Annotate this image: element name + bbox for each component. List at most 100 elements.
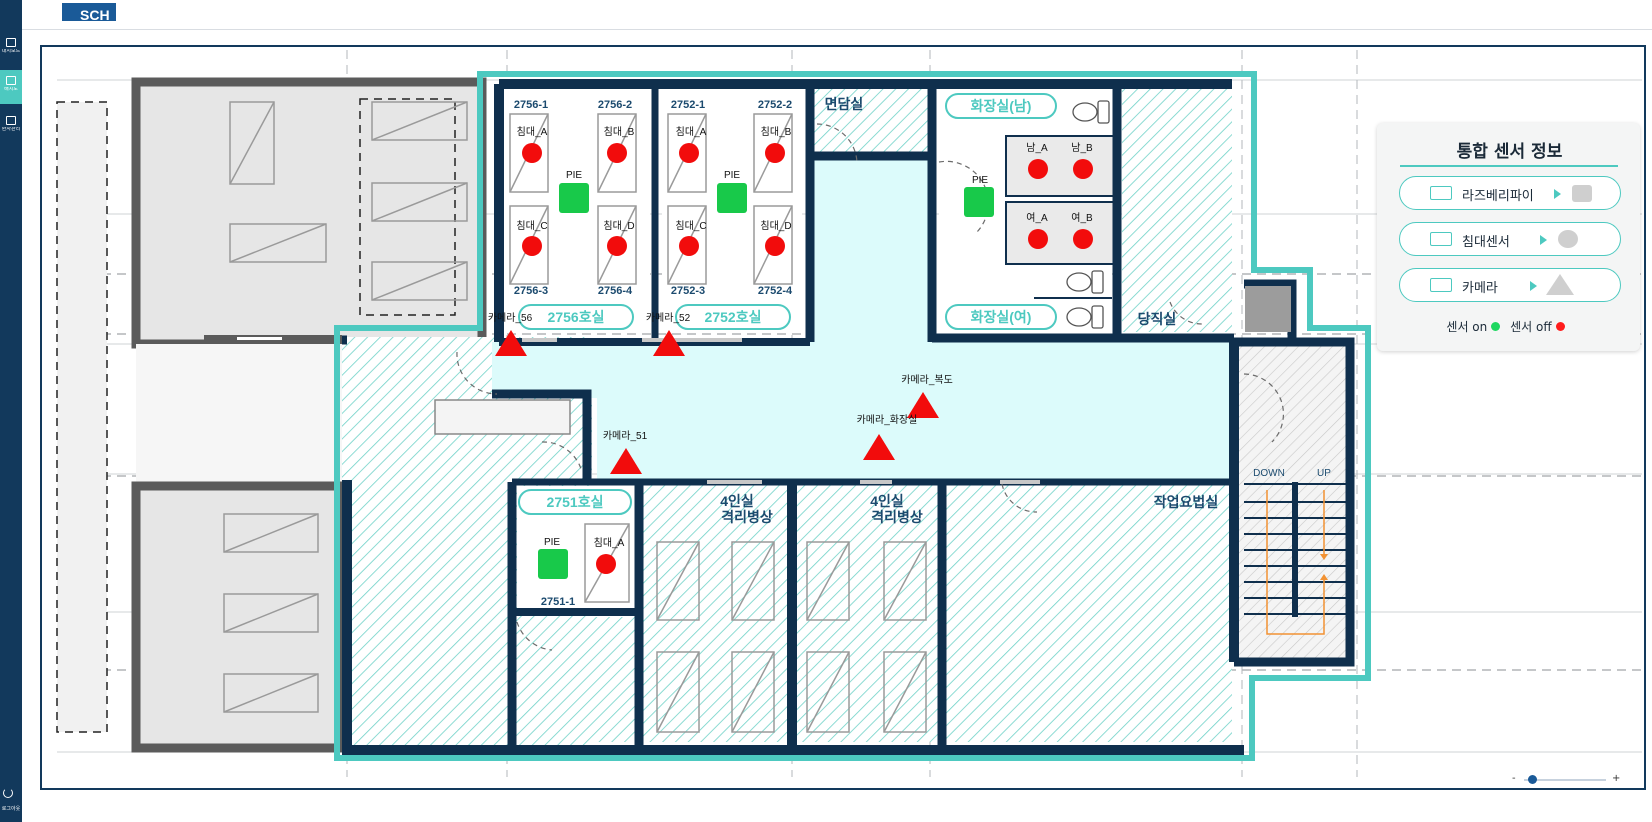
toilet-sensor-marker[interactable] — [1028, 229, 1048, 249]
bed-sensor-marker[interactable] — [607, 143, 627, 163]
legend-title: 통합 센서 정보 — [1456, 142, 1563, 162]
stairs-up-label: UP — [1317, 468, 1331, 479]
raspberry-pi-icon — [1430, 186, 1452, 200]
triangle-shape-icon — [1546, 274, 1574, 295]
toilet-sensor-label: 남_A — [1026, 142, 1048, 154]
floor-plan-viewport[interactable]: 2756호실 2752호실 2751호실 화장실(남) 화장실(여) 면담실 당… — [40, 45, 1646, 790]
bed-code: 2751-1 — [541, 596, 575, 608]
sidebar-item-label: 환자관리 — [1, 127, 21, 132]
room-label-2752[interactable]: 2752호실 — [705, 309, 762, 325]
bed-code: 2752-1 — [671, 99, 705, 111]
status-on-label: 센서 on — [1446, 320, 1488, 334]
status-off-label: 센서 off — [1510, 320, 1552, 334]
room-label-toilet-male[interactable]: 화장실(남) — [971, 98, 1032, 114]
bed-sensor-label: 침대_B — [761, 126, 792, 138]
bed-sensor-label: 침대_C — [675, 220, 706, 232]
bed-sensor-label: 침대_A — [676, 126, 707, 138]
power-icon[interactable] — [3, 788, 13, 798]
status-off-dot — [1555, 322, 1565, 331]
sidebar-item-label: 배치도 — [4, 87, 18, 92]
play-arrow-icon — [1554, 189, 1561, 199]
pie-label: PIE — [544, 537, 560, 548]
bed-sensor-label: 침대_A — [594, 537, 625, 549]
toilet-sensor-label: 여_A — [1026, 212, 1048, 224]
sidebar-item-label: 대시보드 — [1, 49, 21, 54]
bed-sensor-label: 침대_B — [604, 126, 635, 138]
play-arrow-icon — [1540, 235, 1547, 245]
room-label-2751[interactable]: 2751호실 — [547, 494, 604, 510]
raspberry-pi-marker[interactable] — [964, 187, 994, 217]
circle-shape-icon — [1558, 230, 1578, 248]
camera-marker-52[interactable] — [653, 330, 685, 356]
pie-label: PIE — [566, 170, 582, 181]
bed-sensor-marker[interactable] — [522, 143, 542, 163]
sensor-legend-panel: 통합 센서 정보 라즈베리파이 침대센서 카메라 센서 on 센서 off — [1377, 123, 1640, 351]
zoom-out-button[interactable]: - — [1512, 773, 1516, 784]
bed-code: 2756-4 — [598, 285, 633, 297]
bed-sensor-label: 침대_C — [516, 220, 547, 232]
bed-icon — [6, 116, 16, 125]
camera-label: 카메라_56 — [488, 312, 533, 324]
zoom-control[interactable]: - + — [1510, 773, 1621, 786]
raspberry-pi-marker[interactable] — [538, 549, 568, 579]
pie-label: PIE — [724, 170, 740, 181]
legend-item-label: 카메라 — [1462, 281, 1498, 296]
stairs-down-label: DOWN — [1253, 468, 1285, 479]
top-bar: SCH — [22, 0, 1652, 30]
map-icon — [6, 76, 16, 85]
zoom-slider-handle[interactable] — [1528, 775, 1538, 784]
bed-code: 2752-4 — [758, 285, 793, 297]
camera-marker-toilet[interactable] — [863, 434, 895, 460]
toilet-sensor-marker[interactable] — [1073, 229, 1093, 249]
camera-marker-51[interactable] — [610, 448, 642, 474]
bed-sensor-marker[interactable] — [765, 143, 785, 163]
bed-sensor-label: 침대_D — [603, 220, 634, 232]
sidebar-item-patients[interactable]: 환자관리 — [0, 110, 22, 144]
bed-code: 2756-1 — [514, 99, 548, 111]
bed-code: 2756-2 — [598, 99, 632, 111]
status-on-dot — [1491, 322, 1501, 331]
sidebar-item-dashboard[interactable]: 대시보드 — [0, 32, 22, 66]
camera-icon — [1430, 278, 1452, 292]
legend-divider — [1400, 165, 1618, 167]
bed-sensor-marker[interactable] — [596, 554, 616, 574]
power-label: 로그아웃 — [1, 806, 21, 812]
room-label-2756[interactable]: 2756호실 — [548, 309, 605, 325]
toilet-sensor-marker[interactable] — [1073, 159, 1093, 179]
legend-item-camera[interactable]: 카메라 — [1399, 268, 1621, 302]
toilet-sensor-marker[interactable] — [1028, 159, 1048, 179]
legend-item-label: 라즈베리파이 — [1462, 189, 1534, 204]
bed-code: 2756-3 — [514, 285, 548, 297]
legend-item-bed-sensor[interactable]: 침대센서 — [1399, 222, 1621, 256]
bed-sensor-icon — [1430, 232, 1452, 246]
room-label-toilet-female[interactable]: 화장실(여) — [971, 309, 1032, 325]
camera-marker-hall[interactable] — [907, 392, 939, 418]
bed-sensor-marker[interactable] — [765, 236, 785, 256]
bed-code: 2752-2 — [758, 99, 792, 111]
square-shape-icon — [1572, 185, 1592, 202]
legend-status: 센서 on 센서 off — [1377, 318, 1640, 335]
legend-item-raspberry-pi[interactable]: 라즈베리파이 — [1399, 176, 1621, 210]
raspberry-pi-marker[interactable] — [717, 183, 747, 213]
bed-sensor-label: 침대_D — [760, 220, 791, 232]
raspberry-pi-marker[interactable] — [559, 183, 589, 213]
bed-sensor-marker[interactable] — [679, 143, 699, 163]
bed-code: 2752-3 — [671, 285, 705, 297]
room-label-ot: 작업요법실 — [1154, 494, 1218, 510]
bed-sensor-marker[interactable] — [607, 236, 627, 256]
floor-plan: 2756호실 2752호실 2751호실 화장실(남) 화장실(여) 면담실 당… — [56, 50, 1642, 777]
camera-marker-56[interactable] — [495, 330, 527, 356]
sidebar-item-map[interactable]: 배치도 — [0, 70, 22, 104]
bed-sensor-marker[interactable] — [679, 236, 699, 256]
bed-sensor-marker[interactable] — [522, 236, 542, 256]
zoom-in-button[interactable]: + — [1612, 773, 1621, 784]
toilet-sensor-label: 남_B — [1071, 142, 1093, 154]
bed-sensor-label: 침대_A — [517, 126, 548, 138]
play-arrow-icon — [1530, 281, 1537, 291]
room-label-consult: 면담실 — [825, 96, 864, 112]
app-logo[interactable]: SCH — [62, 3, 116, 21]
zoom-slider-track[interactable] — [1524, 779, 1606, 781]
room-label-duty: 당직실 — [1138, 311, 1177, 327]
